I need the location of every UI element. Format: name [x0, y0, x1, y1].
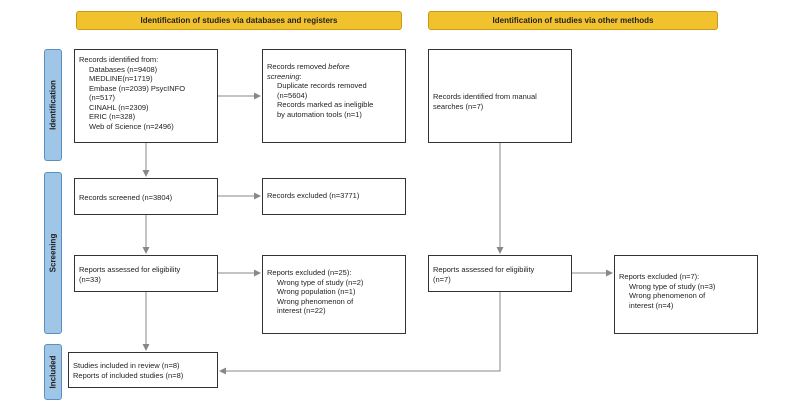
reports-excluded-item: interest (n=22) — [277, 306, 326, 315]
records-removed-item: by automation tools (n=1) — [277, 109, 362, 119]
records-identified-item: MEDLINE(n=1719) — [89, 74, 153, 83]
studies-included-box: Studies included in review (n=8) Reports… — [68, 352, 218, 388]
reports-excluded-item: Wrong population (n=1) — [277, 287, 356, 296]
records-removed-title: Records removed before — [267, 62, 350, 71]
records-identified-item: (n=517) — [89, 93, 116, 102]
reports-assessed-db-box: Reports assessed for eligibility (n=33) — [74, 255, 218, 292]
records-removed-box: Records removed before screening: Duplic… — [262, 49, 406, 143]
reports-excluded-other-box: Reports excluded (n=7): Wrong type of st… — [614, 255, 758, 334]
phase-screening: Screening — [44, 172, 62, 334]
reports-excluded-item: Wrong phenomenon of — [277, 296, 354, 306]
records-identified-title: Records identified from: — [79, 55, 159, 64]
reports-excluded-item: Wrong type of study (n=3) — [629, 281, 716, 291]
records-identified-item: Embase (n=2039) PsycINFO — [89, 83, 186, 93]
records-removed-item: Duplicate records removed — [277, 81, 367, 90]
records-excluded-box: Records excluded (n=3771) — [262, 178, 406, 215]
manual-search-box: Records identified from manual searches … — [428, 49, 572, 143]
arrow-other-to-included — [219, 292, 501, 375]
records-removed-item: Records marked as ineligible — [277, 100, 374, 109]
records-identified-item: CINAHL (n=2309) — [89, 102, 149, 112]
phase-included: Included — [44, 344, 62, 400]
records-identified-item: Web of Science (n=2496) — [89, 121, 174, 131]
reports-assessed-other-box: Reports assessed for eligibility (n=7) — [428, 255, 572, 292]
reports-excluded-db-box: Reports excluded (n=25): Wrong type of s… — [262, 255, 406, 334]
header-other-methods: Identification of studies via other meth… — [428, 11, 718, 30]
records-removed-item: (n=5604) — [277, 90, 308, 100]
reports-excluded-item: Wrong type of study (n=2) — [277, 277, 364, 287]
reports-excluded-item: Wrong phenomenon of — [629, 291, 706, 300]
records-identified-box: Records identified from: Databases (n=94… — [74, 49, 218, 143]
records-identified-item: Databases (n=9408) — [89, 64, 158, 74]
phase-identification: Identification — [44, 49, 62, 161]
records-screened-box: Records screened (n=3804) — [74, 178, 218, 215]
header-databases: Identification of studies via databases … — [76, 11, 402, 30]
reports-excluded-item: interest (n=4) — [629, 300, 674, 310]
records-identified-item: ERIC (n=328) — [89, 112, 136, 121]
